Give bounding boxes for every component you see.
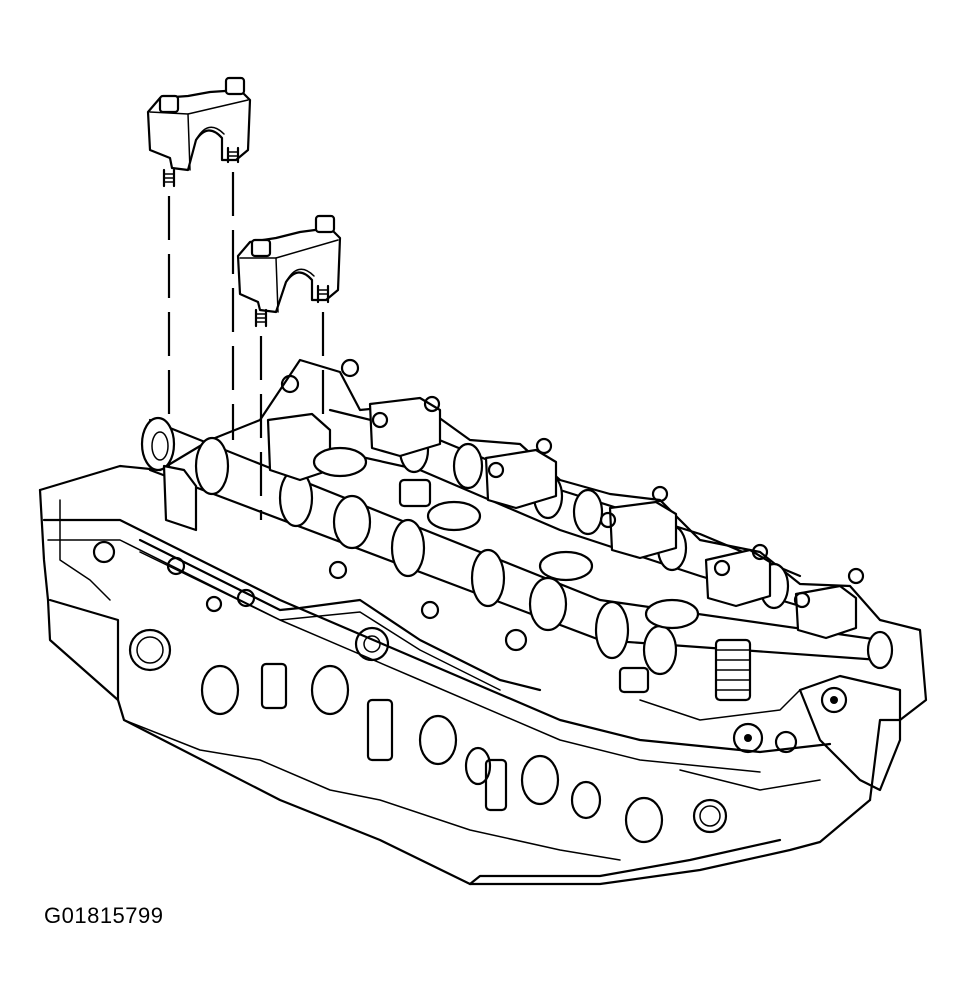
cap-bolts bbox=[280, 358, 865, 609]
valve-springs bbox=[328, 478, 752, 702]
exhaust-ports bbox=[200, 662, 728, 844]
camshaft bbox=[140, 408, 894, 676]
timing-end bbox=[639, 674, 902, 792]
tappet-bores bbox=[312, 446, 700, 630]
bearing-cap-upper bbox=[146, 76, 252, 188]
bearing-cap-lower bbox=[236, 214, 342, 328]
figure-id-label: G01815799 bbox=[44, 903, 164, 928]
installed-bearing-caps bbox=[162, 358, 865, 640]
